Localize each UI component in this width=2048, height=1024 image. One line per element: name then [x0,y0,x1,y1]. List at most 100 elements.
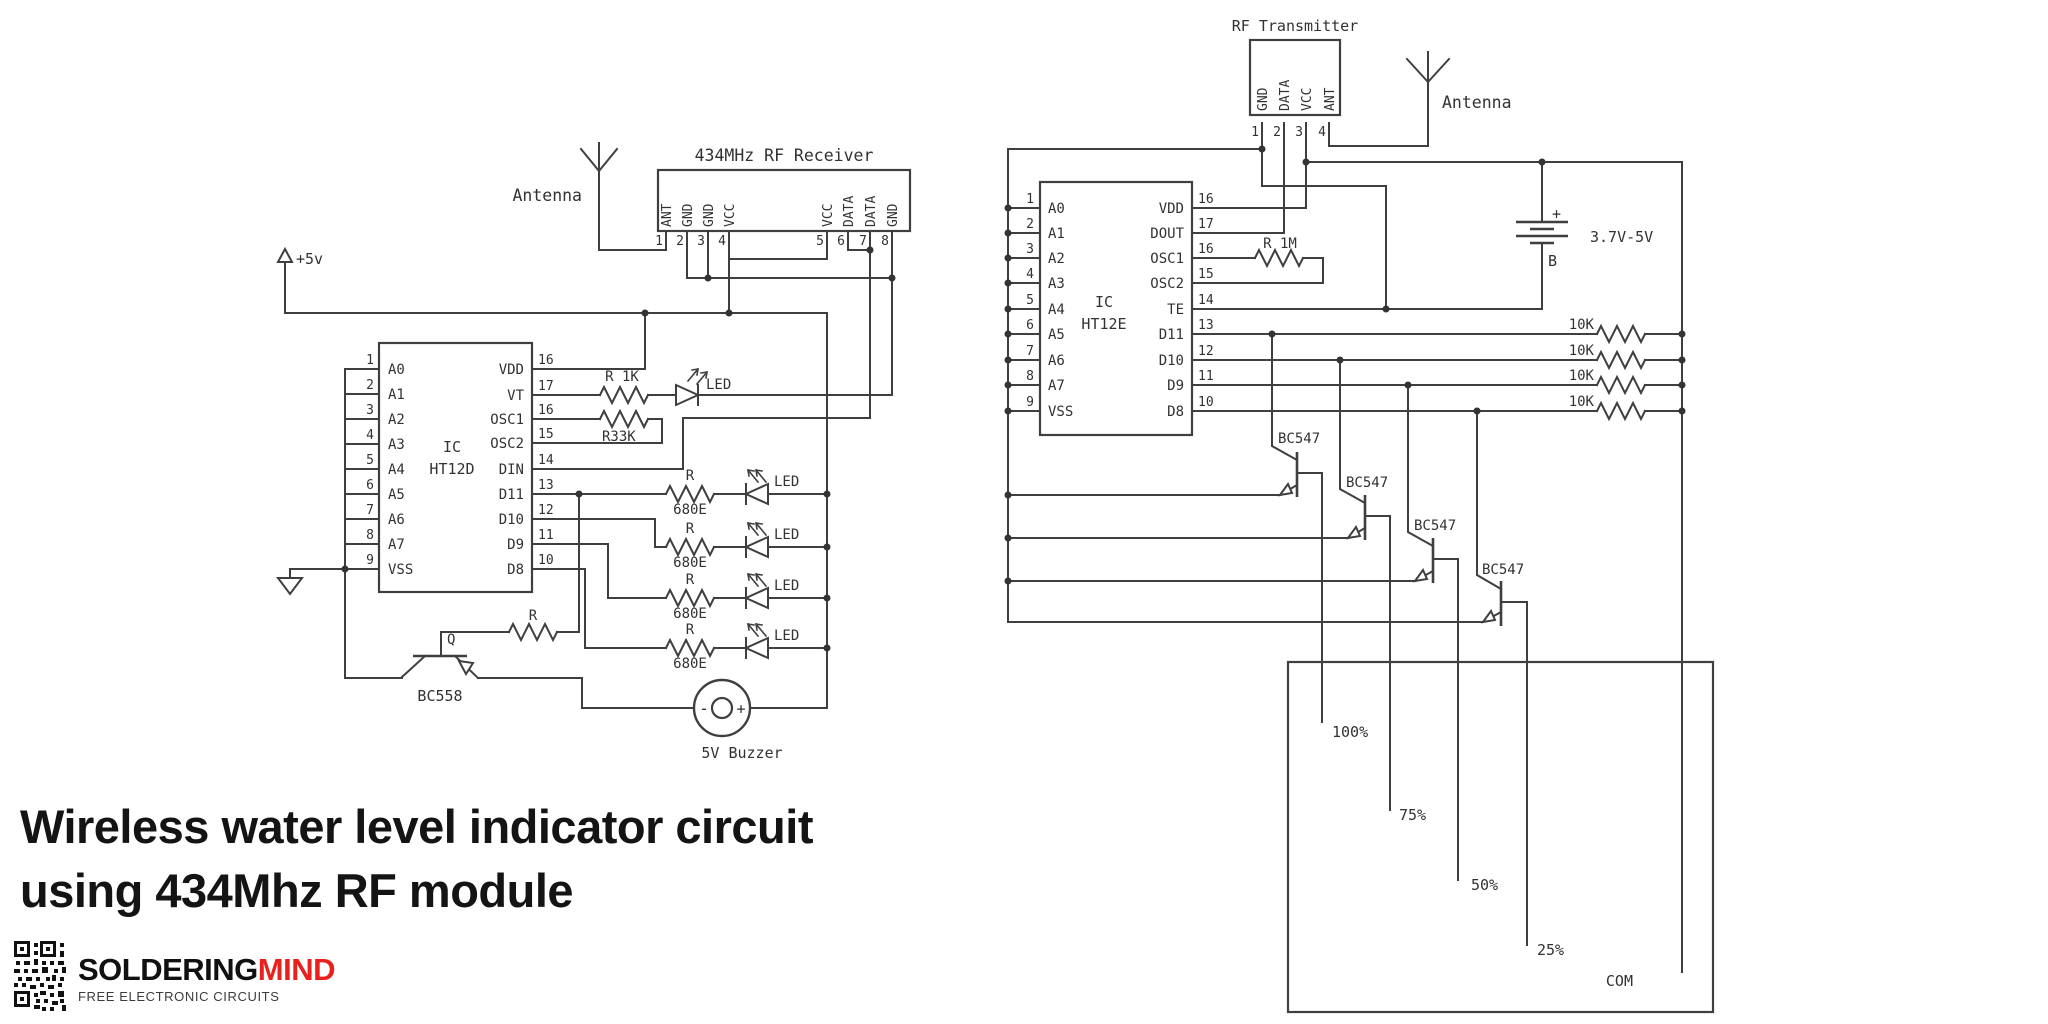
resistor-value: 680E [673,502,707,518]
page-title-line2: using 434Mhz RF module [20,864,574,917]
pin-number: 4 [1318,125,1326,140]
pin-number: 9 [366,553,374,568]
pin-number: 8 [881,234,889,249]
led-label: LED [774,474,799,490]
pin-number: 11 [1198,369,1214,384]
led-icon [675,383,701,407]
pin-number: 6 [1026,318,1034,333]
pin-number: 8 [366,528,374,543]
brand-name-mind: MIND [257,952,336,987]
led-icon [743,586,769,610]
pin-number: 2 [366,378,374,393]
transistor-bc558: R Q BC558 [344,493,580,705]
pin-label: A2 [1048,251,1065,267]
pin-label: VCC [723,204,738,227]
pin-label: VSS [1048,404,1073,420]
pin-number: 8 [1026,369,1034,384]
pin-label: DATA [864,196,879,227]
plus-5v-supply: +5v [276,246,323,268]
ht12e-right-pins: VDD DOUT OSC1 OSC2 TE D11 D10 D9 D8 16 1… [1150,192,1214,420]
pin-label: VSS [388,562,413,578]
ht12d-address-bus [276,368,380,679]
ground-icon [276,577,304,596]
ht12d-right-pins: VDD VT OSC1 OSC2 DIN D11 D10 D9 D8 16 17… [490,353,554,578]
pin-number: 7 [859,234,867,249]
pin-number: 3 [1295,125,1303,140]
ic-name: IC [443,438,461,456]
pin-label: A4 [1048,302,1065,318]
ht12d-left-pins: A0 A1 A2 A3 A4 A5 A6 A7 VSS 1 2 3 4 5 6 … [366,353,413,578]
receiver-antenna-label: Antenna [512,186,582,205]
pin-label: D8 [1167,404,1184,420]
pin-label: DATA [842,196,857,227]
pin-number: 4 [1026,267,1034,282]
ic-name: HT12E [1081,315,1126,333]
pin-number: 3 [1026,242,1034,257]
battery-designator: B [1548,252,1557,270]
ic-name: IC [1095,293,1113,311]
pin-number: 16 [1198,242,1214,257]
pin-label: GND [681,203,696,227]
resistor-label: R33K [602,429,636,445]
pin-label: D9 [507,537,524,553]
transmitter-junctions [1004,145,1686,585]
receiver-junctions [341,246,896,652]
com-label: COM [1606,972,1633,990]
battery: + 3.7V-5V B [1516,205,1653,270]
pin-label: A3 [1048,276,1065,292]
page-title: Wireless water level indicator circuit u… [20,795,813,923]
npn-arrow-icon [1277,482,1294,497]
npn-arrow-icon [1412,568,1429,583]
pin-number: 16 [538,403,554,418]
transmitter-module-pin-labels: GND DATA VCC ANT 1 2 3 4 [1251,80,1338,140]
pin-label: VDD [1159,201,1184,217]
led-icon [743,535,769,559]
resistor-value: 680E [673,656,707,672]
brand-name-soldering: SOLDERING [78,952,258,987]
resistor-label: 10K [1569,368,1595,384]
transistor-name: BC547 [1278,431,1320,447]
pin-label: VT [507,388,524,404]
pin-label: OSC2 [1150,276,1184,292]
pin-number: 7 [366,503,374,518]
supply-label: +5v [296,250,323,268]
pin-number: 5 [1026,293,1034,308]
pin-label: OSC2 [490,436,524,452]
transmitter-antenna: Antenna [1328,51,1512,147]
pin-label: DATA [1278,80,1293,111]
ic-ht12d: IC HT12D A0 A1 A2 A3 A4 A5 A6 A7 VSS 1 2… [366,341,554,594]
osc-resistor-branch: R33K [531,408,663,445]
pin-number: 4 [718,234,726,249]
transmitter-module: RF Transmitter GND DATA VCC ANT 1 2 3 4 [1232,17,1358,140]
transistor-bc547-1: BC547 [1007,333,1323,723]
transistor-bc547-4: BC547 [1476,410,1528,946]
pin-label: VDD [499,362,524,378]
transmitter-antenna-label: Antenna [1442,93,1512,112]
pin-number: 14 [538,453,554,468]
pin-label: OSC1 [1150,251,1184,267]
resistor-label: R 1M [1263,236,1297,252]
pin-number: 13 [1198,318,1214,333]
pin-label: TE [1167,302,1184,318]
pin-label: VCC [1300,88,1315,111]
pin-number: 16 [538,353,554,368]
buzzer: - + 5V Buzzer [477,677,828,762]
receiver-antenna: Antenna [512,142,667,251]
pin-label: D11 [499,487,524,503]
resistor-label: R [529,608,538,624]
battery-plus: + [1552,205,1561,223]
transmitter-wiring [1007,122,1683,973]
pin-number: 7 [1026,344,1034,359]
led-icon [743,482,769,506]
resistor-value: 680E [673,555,707,571]
pin-number: 10 [538,553,554,568]
water-tank: 100% 75% 50% 25% COM [1286,660,1715,1014]
pin-label: A6 [1048,353,1065,369]
resistor-label: R [686,622,695,638]
resistor-label: 10K [1569,317,1595,333]
led-label: LED [706,377,731,393]
led-label: LED [774,628,799,644]
ic-ht12e: IC HT12E A0 A1 A2 A3 A4 A5 A6 A7 VSS 1 2… [1026,180,1214,437]
pnp-arrow-icon [457,659,475,676]
